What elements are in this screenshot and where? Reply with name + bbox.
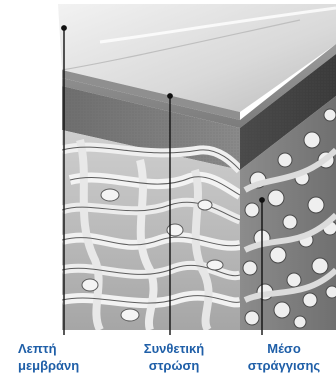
leader-dot-media — [260, 198, 264, 202]
label-drainage-media-line2: στράγγισης — [234, 357, 334, 374]
label-thin-membrane: Λεπτή μεμβράνη — [18, 340, 79, 374]
label-drainage-media-line1: Μέσο — [234, 340, 334, 357]
label-thin-membrane-line1: Λεπτή — [18, 340, 79, 357]
label-composite-layer-line1: Συνθετική — [128, 340, 220, 357]
label-thin-membrane-line2: μεμβράνη — [18, 357, 79, 374]
label-drainage-media: Μέσο στράγγισης — [234, 340, 334, 374]
label-composite-layer: Συνθετική στρώση — [128, 340, 220, 374]
leader-dot-composite — [168, 94, 172, 98]
leader-dot-membrane — [62, 26, 66, 30]
label-composite-layer-line2: στρώση — [128, 357, 220, 374]
